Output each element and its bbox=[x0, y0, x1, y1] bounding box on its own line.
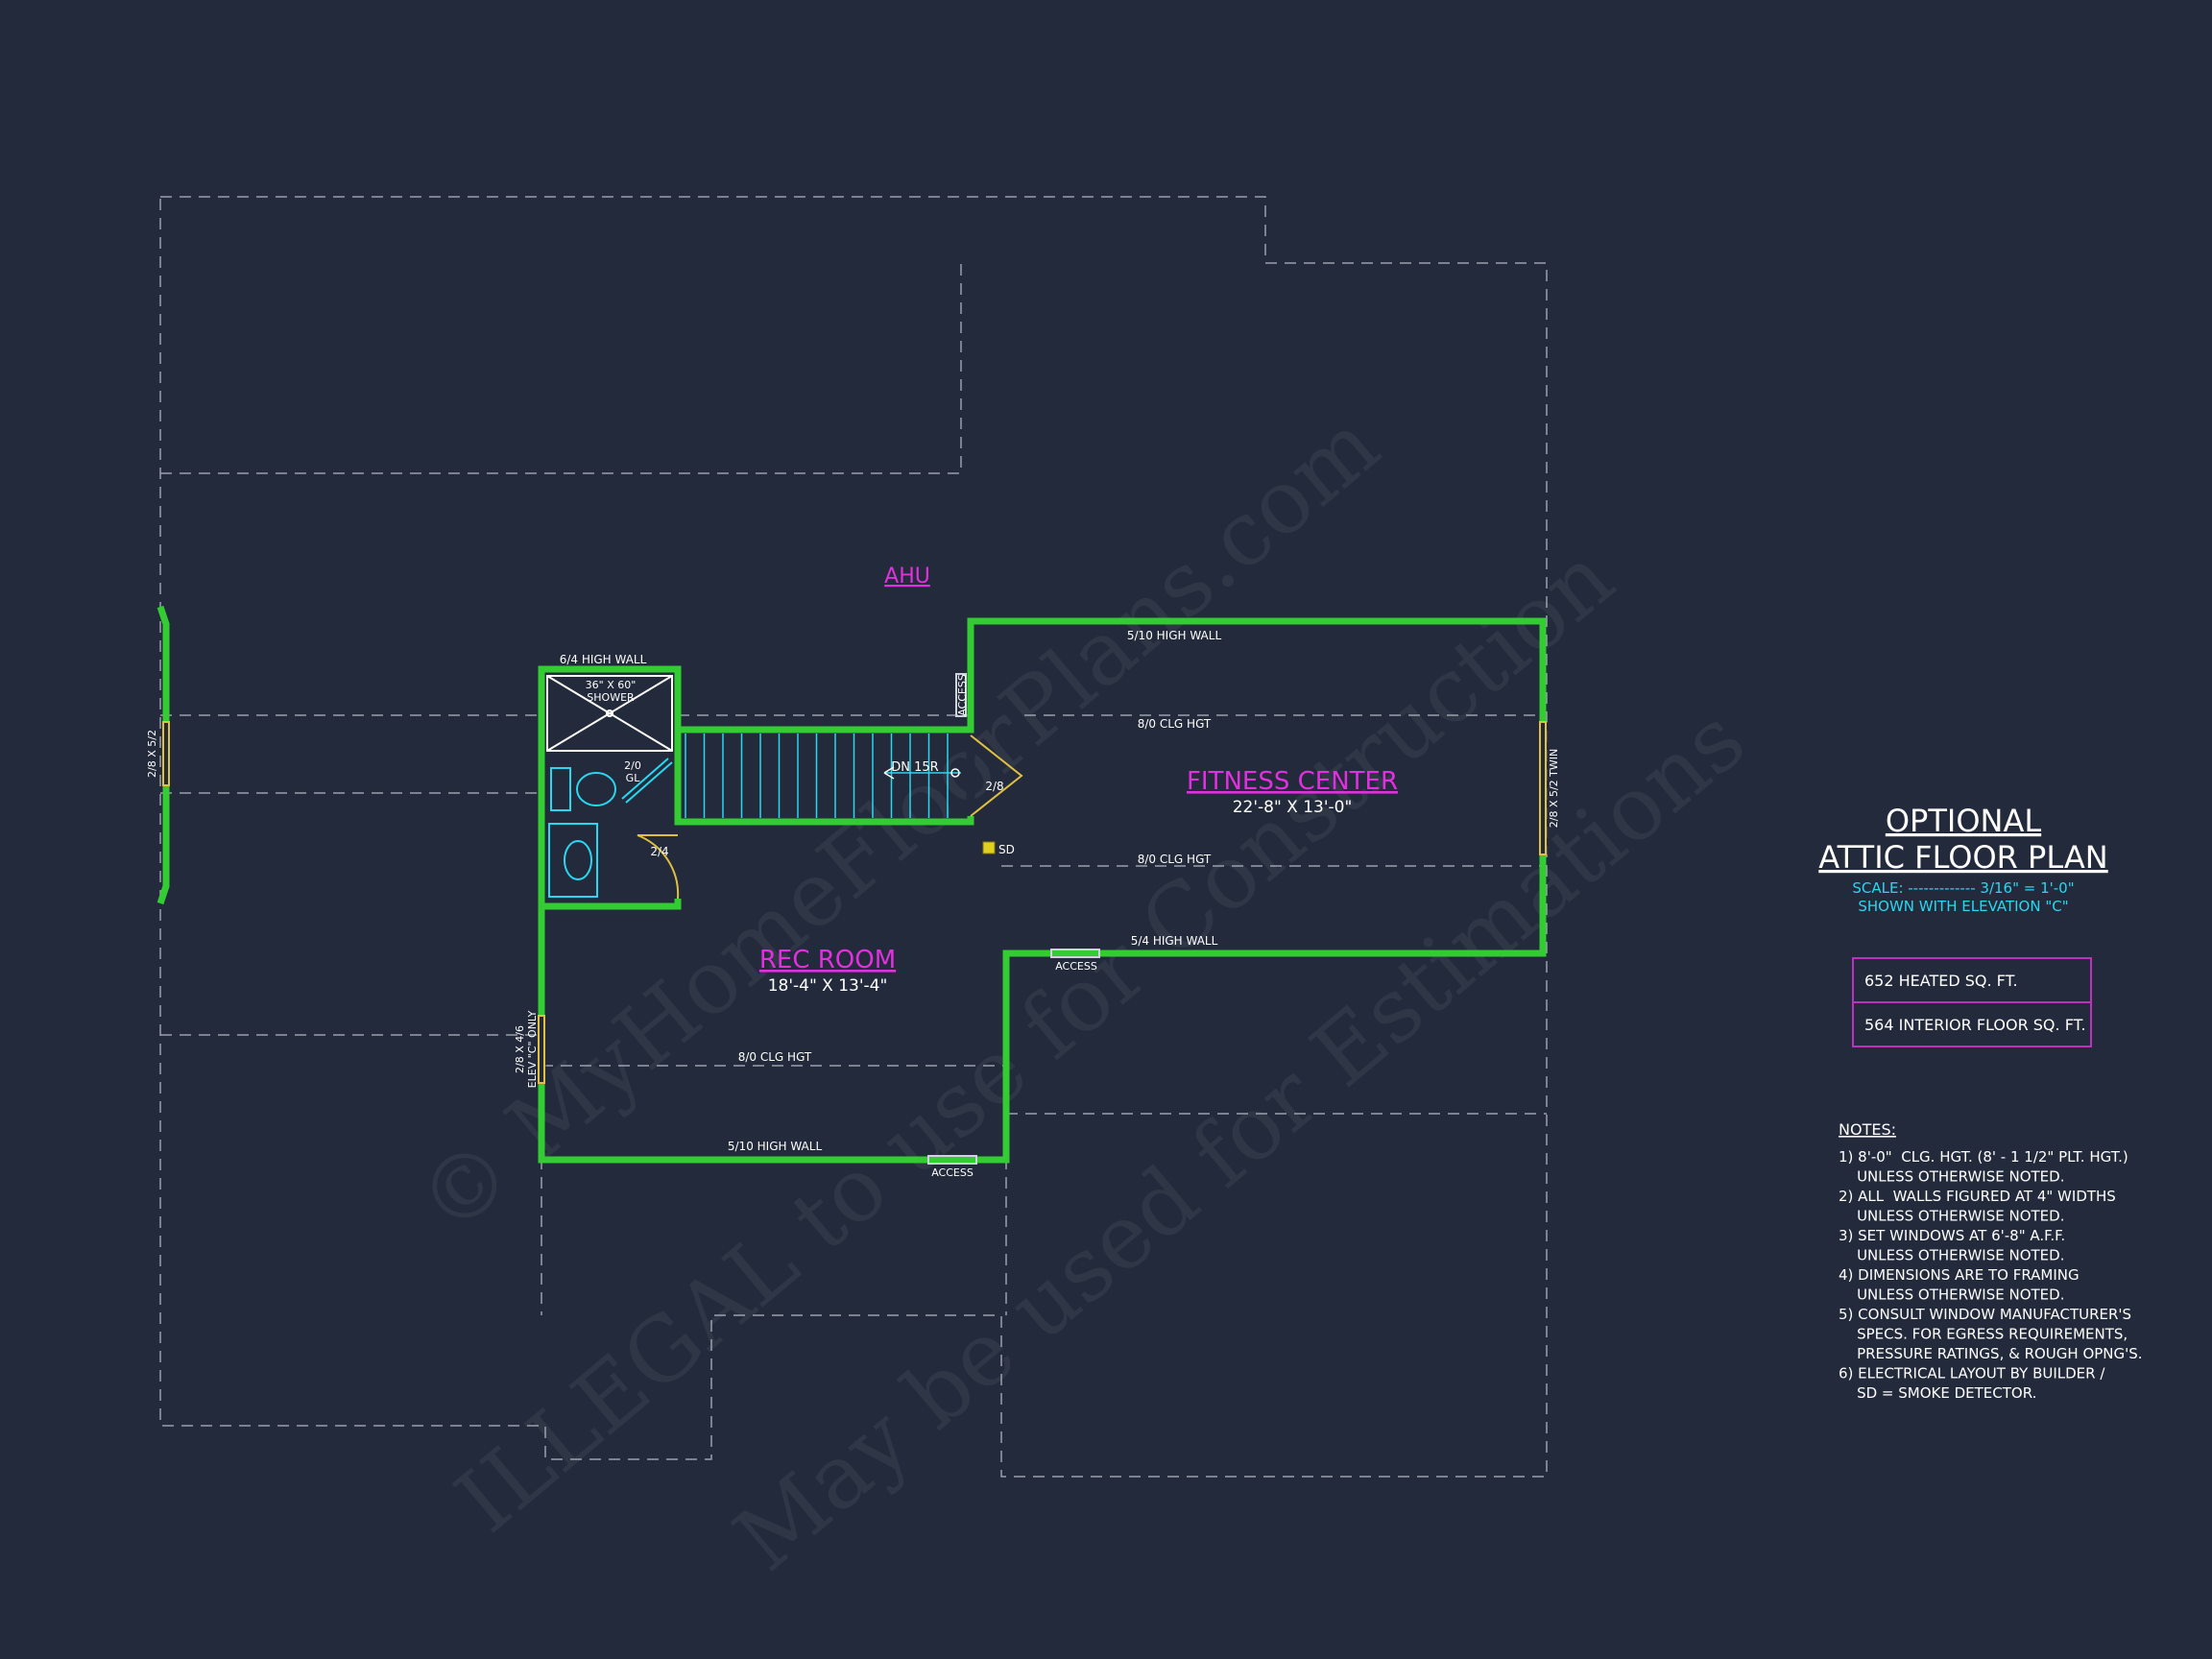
stair-treads bbox=[685, 733, 949, 818]
stair-door-label: 2/8 bbox=[985, 780, 1003, 793]
note-line: SD = SMOKE DETECTOR. bbox=[1839, 1384, 2036, 1402]
note-line: UNLESS OTHERWISE NOTED. bbox=[1839, 1208, 2064, 1225]
stair-access-label: ACCESS bbox=[956, 674, 969, 716]
title-line-1: OPTIONAL bbox=[1886, 803, 2041, 839]
note-line: 1) 8'-0" CLG. HGT. (8' - 1 1/2" PLT. HGT… bbox=[1839, 1148, 2128, 1166]
glass-door bbox=[621, 757, 673, 804]
shower-label: SHOWER bbox=[587, 691, 635, 704]
high-wall-label-bath: 6/4 HIGH WALL bbox=[560, 653, 647, 666]
interior-sqft: 564 INTERIOR FLOOR SQ. FT. bbox=[1864, 1016, 2086, 1034]
elevation-label: SHOWN WITH ELEVATION "C" bbox=[1858, 898, 2068, 915]
shower-size-label: 36" X 60" bbox=[586, 679, 637, 691]
title-line-2: ATTIC FLOOR PLAN bbox=[1818, 839, 2107, 876]
plan-labels: AHU 6/4 HIGH WALL 36" X 60" SHOWER 2/0 G… bbox=[146, 565, 1560, 1179]
note-line: 5) CONSULT WINDOW MANUFACTURER'S bbox=[1839, 1306, 2131, 1323]
stair-door bbox=[970, 734, 1023, 817]
notes: NOTES: 1) 8'-0" CLG. HGT. (8' - 1 1/2" P… bbox=[1839, 1120, 2143, 1402]
watermark: © MyHomeFloorPlans.com ILLEGAL to use fo… bbox=[398, 393, 1764, 1591]
note-line: 2) ALL WALLS FIGURED AT 4" WIDTHS bbox=[1839, 1188, 2116, 1205]
note-line: 4) DIMENSIONS ARE TO FRAMING bbox=[1839, 1266, 2080, 1284]
sqft-table: 652 HEATED SQ. FT. 564 INTERIOR FLOOR SQ… bbox=[1852, 957, 2092, 1047]
access-hatch-fitness bbox=[1050, 949, 1100, 958]
note-line: UNLESS OTHERWISE NOTED. bbox=[1839, 1168, 2064, 1186]
window-left bbox=[162, 721, 170, 786]
smoke-detector-label: SD bbox=[998, 843, 1015, 856]
window-label-rec-room-1: 2/8 X 4/6 bbox=[514, 1025, 526, 1073]
window-label-left: 2/8 X 5/2 bbox=[146, 730, 158, 778]
title-block: OPTIONAL ATTIC FLOOR PLAN SCALE: -------… bbox=[1818, 803, 2107, 915]
note-line: UNLESS OTHERWISE NOTED. bbox=[1839, 1247, 2064, 1264]
high-wall-label-fitness-top: 5/10 HIGH WALL bbox=[1127, 629, 1222, 642]
bathroom bbox=[546, 675, 673, 898]
window-label-right: 2/8 X 5/2 TWIN bbox=[1548, 749, 1560, 829]
ahu-label: AHU bbox=[884, 565, 930, 589]
note-line: 6) ELECTRICAL LAYOUT BY BUILDER / bbox=[1839, 1365, 2105, 1382]
scale-label: SCALE: ------------- 3/16" = 1'-0" bbox=[1852, 879, 2074, 897]
glass-label: GL bbox=[626, 772, 641, 784]
note-line: PRESSURE RATINGS, & ROUGH OPNG'S. bbox=[1839, 1345, 2143, 1362]
stairs bbox=[685, 733, 961, 818]
window-right bbox=[1539, 721, 1547, 855]
high-wall-label-fitness-bottom: 5/4 HIGH WALL bbox=[1131, 934, 1218, 948]
smoke-detector-icon bbox=[982, 841, 996, 854]
clg-hgt-label-rec-room: 8/0 CLG HGT bbox=[738, 1050, 812, 1064]
clg-hgt-label-fitness: 8/0 CLG HGT bbox=[1138, 853, 1212, 866]
access-hatch-stair bbox=[955, 673, 967, 717]
windows bbox=[162, 721, 1547, 1084]
fitness-center-size: 22'-8" X 13'-0" bbox=[1233, 798, 1353, 817]
toilet-bowl bbox=[576, 772, 616, 806]
bath-door bbox=[637, 834, 680, 900]
stair-direction-label: DN 15R bbox=[891, 760, 938, 775]
sink bbox=[564, 840, 592, 880]
vanity bbox=[548, 823, 598, 898]
notes-lines: 1) 8'-0" CLG. HGT. (8' - 1 1/2" PLT. HGT… bbox=[1839, 1148, 2143, 1402]
access-hatches bbox=[927, 673, 1100, 1165]
access-label-rec-room: ACCESS bbox=[931, 1166, 974, 1179]
glass-size-label: 2/0 bbox=[624, 759, 641, 772]
shower bbox=[546, 675, 673, 752]
rec-room-size: 18'-4" X 13'-4" bbox=[768, 976, 888, 996]
note-line: UNLESS OTHERWISE NOTED. bbox=[1839, 1286, 2064, 1304]
access-label-fitness: ACCESS bbox=[1055, 960, 1097, 973]
access-hatch-rec-room bbox=[927, 1155, 977, 1165]
fitness-center-name: FITNESS CENTER bbox=[1187, 767, 1398, 796]
rec-room-name: REC ROOM bbox=[759, 946, 896, 974]
window-rec-room bbox=[538, 1015, 545, 1084]
window-label-rec-room-2: ELEV "C" ONLY bbox=[526, 1010, 539, 1088]
room-labels: FITNESS CENTER 22'-8" X 13'-0" REC ROOM … bbox=[759, 767, 1398, 996]
note-line: SPECS. FOR EGRESS REQUIREMENTS, bbox=[1839, 1326, 2128, 1343]
notes-heading: NOTES: bbox=[1839, 1120, 1896, 1139]
roof-outline bbox=[159, 196, 1548, 1478]
heated-sqft: 652 HEATED SQ. FT. bbox=[1864, 972, 2018, 990]
note-line: 3) SET WINDOWS AT 6'-8" A.F.F. bbox=[1839, 1227, 2065, 1244]
toilet-tank bbox=[550, 767, 571, 811]
clg-hgt-label-upper: 8/0 CLG HGT bbox=[1138, 717, 1212, 731]
bath-door-label: 2/4 bbox=[650, 845, 668, 858]
high-wall-label-rec-room: 5/10 HIGH WALL bbox=[728, 1140, 823, 1153]
